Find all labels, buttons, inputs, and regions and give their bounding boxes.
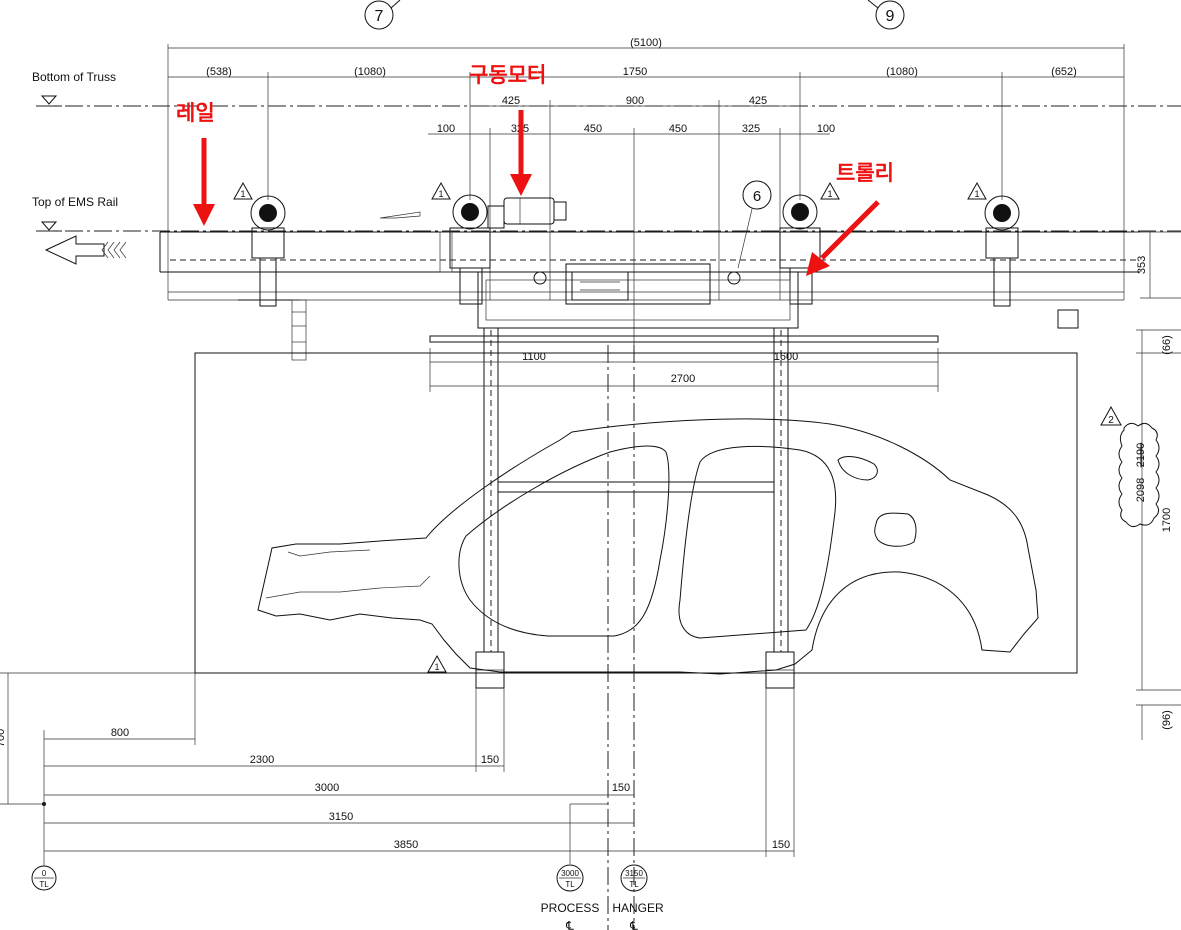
travel-direction-arrow xyxy=(44,235,127,265)
svg-text:1: 1 xyxy=(240,189,245,199)
trolley-callout-label: 트롤리 xyxy=(836,161,894,185)
dim-small: 150 xyxy=(481,754,499,766)
hanger-cross-beam xyxy=(497,481,775,493)
hanger-width-dims xyxy=(429,348,939,392)
revision-triangle: 1 xyxy=(820,181,840,200)
dim-hanger-left: 1100 xyxy=(522,351,546,363)
process-label: PROCESS xyxy=(541,901,600,915)
hanger-column-left xyxy=(475,328,505,689)
svg-text:1: 1 xyxy=(827,189,832,199)
dim-row3: 100 xyxy=(437,123,455,135)
svg-text:2: 2 xyxy=(1108,415,1114,426)
left-vertical-dim xyxy=(0,672,195,806)
centerline-symbol: ℄ xyxy=(565,919,574,930)
svg-text:0: 0 xyxy=(42,869,47,878)
svg-text:TL: TL xyxy=(39,880,49,889)
revision-triangle-2: 2 xyxy=(1100,405,1122,426)
level-label-truss: Bottom of Truss xyxy=(32,70,116,84)
dim-row3: 450 xyxy=(584,123,602,135)
ems-rail xyxy=(159,231,1140,301)
dim-hanger-height: 1700 xyxy=(1161,508,1173,532)
level-symbol-rail xyxy=(36,221,62,232)
car-body-outline xyxy=(257,418,1039,675)
trolley-callout: 트롤리 xyxy=(806,161,894,276)
hanger-envelope xyxy=(194,352,1078,674)
hanger-label: HANGER xyxy=(612,901,664,915)
trolley-3 xyxy=(779,194,821,305)
dim-row2: 425 xyxy=(749,95,767,107)
right-side-dims xyxy=(1130,231,1181,740)
detail-marker-6: 6 xyxy=(737,180,772,269)
dim-bottom: 3850 xyxy=(394,839,418,851)
dim-row2: 425 xyxy=(502,95,520,107)
dim-gap-top: (66) xyxy=(1161,335,1173,355)
dim-struck-value: 2190 xyxy=(1135,443,1147,467)
small-arrow xyxy=(379,211,421,219)
svg-text:1: 1 xyxy=(974,189,979,199)
dim-row3: 325 xyxy=(742,123,760,135)
dim-row1: (652) xyxy=(1051,66,1077,78)
dim-overall: (5100) xyxy=(630,37,662,49)
dim-row1: 1750 xyxy=(623,66,647,78)
carriage-frame xyxy=(429,263,939,343)
dim-row1: (538) xyxy=(206,66,232,78)
revision-triangle: 1 xyxy=(233,181,253,200)
dim-row2: 900 xyxy=(626,95,644,107)
svg-text:6: 6 xyxy=(753,188,761,205)
dim-row3: 100 xyxy=(817,123,835,135)
svg-text:1: 1 xyxy=(434,662,439,672)
svg-text:7: 7 xyxy=(375,8,384,25)
dim-row3: 450 xyxy=(669,123,687,135)
svg-text:9: 9 xyxy=(886,8,895,25)
revision-triangle: 1 xyxy=(431,181,451,200)
dim-bottom: 3000 xyxy=(315,782,339,794)
dim-small: 150 xyxy=(612,782,630,794)
bottom-dimension-chain xyxy=(43,673,795,866)
drive-motor xyxy=(487,197,567,229)
dim-row1: (1080) xyxy=(354,66,386,78)
dim-hanger-width: 2700 xyxy=(671,373,695,385)
svg-text:3150: 3150 xyxy=(625,869,643,878)
tl-marker-zero: 0 TL xyxy=(31,865,57,891)
revision-triangle: 1 xyxy=(967,181,987,200)
grid-marker-9: 9 xyxy=(867,0,905,30)
svg-text:TL: TL xyxy=(565,880,575,889)
rail-callout-label: 레일 xyxy=(176,101,215,125)
dim-gap-bottom: (96) xyxy=(1161,710,1173,730)
dim-small: 150 xyxy=(772,839,790,851)
hanger-column-right xyxy=(765,328,795,689)
tl-marker-hanger: 3150 TL xyxy=(620,864,648,892)
dim-bottom: 3150 xyxy=(329,811,353,823)
motor-callout-label: 구동모터 xyxy=(469,63,546,87)
trolley-4 xyxy=(984,195,1079,329)
dim-revised-value: 2098 xyxy=(1135,478,1147,502)
dim-bottom: 800 xyxy=(111,727,129,739)
dim-left-height: 700 xyxy=(0,729,7,747)
revision-cloud: 2098 2190 xyxy=(1118,422,1160,528)
revision-triangle: 1 xyxy=(427,654,447,673)
svg-text:TL: TL xyxy=(629,880,639,889)
dim-bottom: 2300 xyxy=(250,754,274,766)
motor-callout: 구동모터 xyxy=(469,63,546,196)
level-label-rail: Top of EMS Rail xyxy=(32,195,118,209)
top-dimension-chain xyxy=(167,44,1125,345)
level-symbol-truss xyxy=(36,95,62,107)
trolley-1 xyxy=(238,195,307,361)
rail-callout: 레일 xyxy=(176,101,215,226)
dim-row1: (1080) xyxy=(886,66,918,78)
tl-marker-process: 3000 TL xyxy=(556,864,584,892)
svg-text:3000: 3000 xyxy=(561,869,579,878)
svg-text:1: 1 xyxy=(438,189,443,199)
dim-rail-depth: 353 xyxy=(1136,256,1148,274)
grid-marker-7: 7 xyxy=(364,0,401,30)
centerline-symbol: ℄ xyxy=(629,919,638,930)
dim-hanger-right: 1600 xyxy=(774,351,798,363)
trolley-2 xyxy=(439,194,491,305)
